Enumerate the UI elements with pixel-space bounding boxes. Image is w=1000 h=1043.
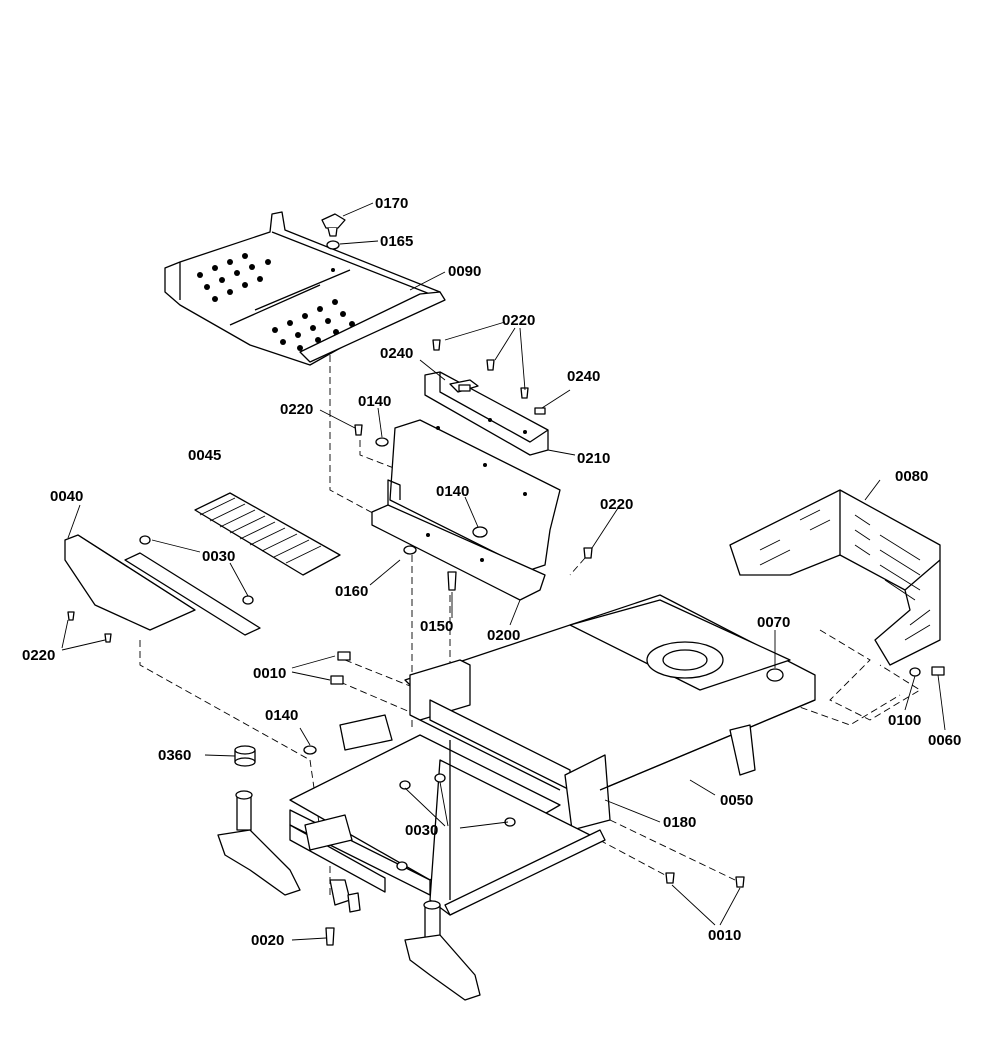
label-0030-pan: 0030 (202, 548, 235, 565)
part-number-labels: 0170 0165 0090 0220 0240 0240 0220 0140 … (22, 195, 961, 949)
label-0090: 0090 (448, 263, 481, 280)
label-0070: 0070 (757, 614, 790, 631)
label-0360: 0360 (158, 747, 191, 764)
label-0020: 0020 (251, 932, 284, 949)
label-0010-bottom: 0010 (708, 927, 741, 944)
label-0050: 0050 (720, 792, 753, 809)
main-frame-part (289, 594, 816, 916)
label-0100: 0100 (888, 712, 921, 729)
foot-mat-part (194, 492, 341, 576)
label-0180: 0180 (663, 814, 696, 831)
label-0210: 0210 (577, 450, 610, 467)
rear-shield-part (729, 489, 941, 666)
label-0140-plate: 0140 (436, 483, 469, 500)
label-0240-right: 0240 (567, 368, 600, 385)
knob-part (321, 213, 346, 272)
side-panel-part (64, 534, 261, 636)
label-0010-top: 0010 (253, 665, 286, 682)
label-0240-left: 0240 (380, 345, 413, 362)
label-0140-low: 0140 (265, 707, 298, 724)
label-0045: 0045 (188, 447, 221, 464)
label-0140-mid: 0140 (358, 393, 391, 410)
label-0220-left: 0220 (22, 647, 55, 664)
label-0160: 0160 (335, 583, 368, 600)
label-0030-frame: 0030 (405, 822, 438, 839)
label-0220-top: 0220 (502, 312, 535, 329)
label-0220-mid: 0220 (280, 401, 313, 418)
seat-plate-part (371, 419, 561, 601)
label-0165: 0165 (380, 233, 413, 250)
label-0150: 0150 (420, 618, 453, 635)
label-0060: 0060 (928, 732, 961, 749)
caster-assembly (217, 790, 481, 1001)
label-0080: 0080 (895, 468, 928, 485)
label-0200: 0200 (487, 627, 520, 644)
label-0220-right: 0220 (600, 496, 633, 513)
label-0170: 0170 (375, 195, 408, 212)
bumper-part (234, 745, 256, 767)
leader-lines (61, 202, 946, 941)
floor-pan-part (164, 211, 446, 366)
label-0040: 0040 (50, 488, 83, 505)
fasteners (67, 339, 945, 946)
